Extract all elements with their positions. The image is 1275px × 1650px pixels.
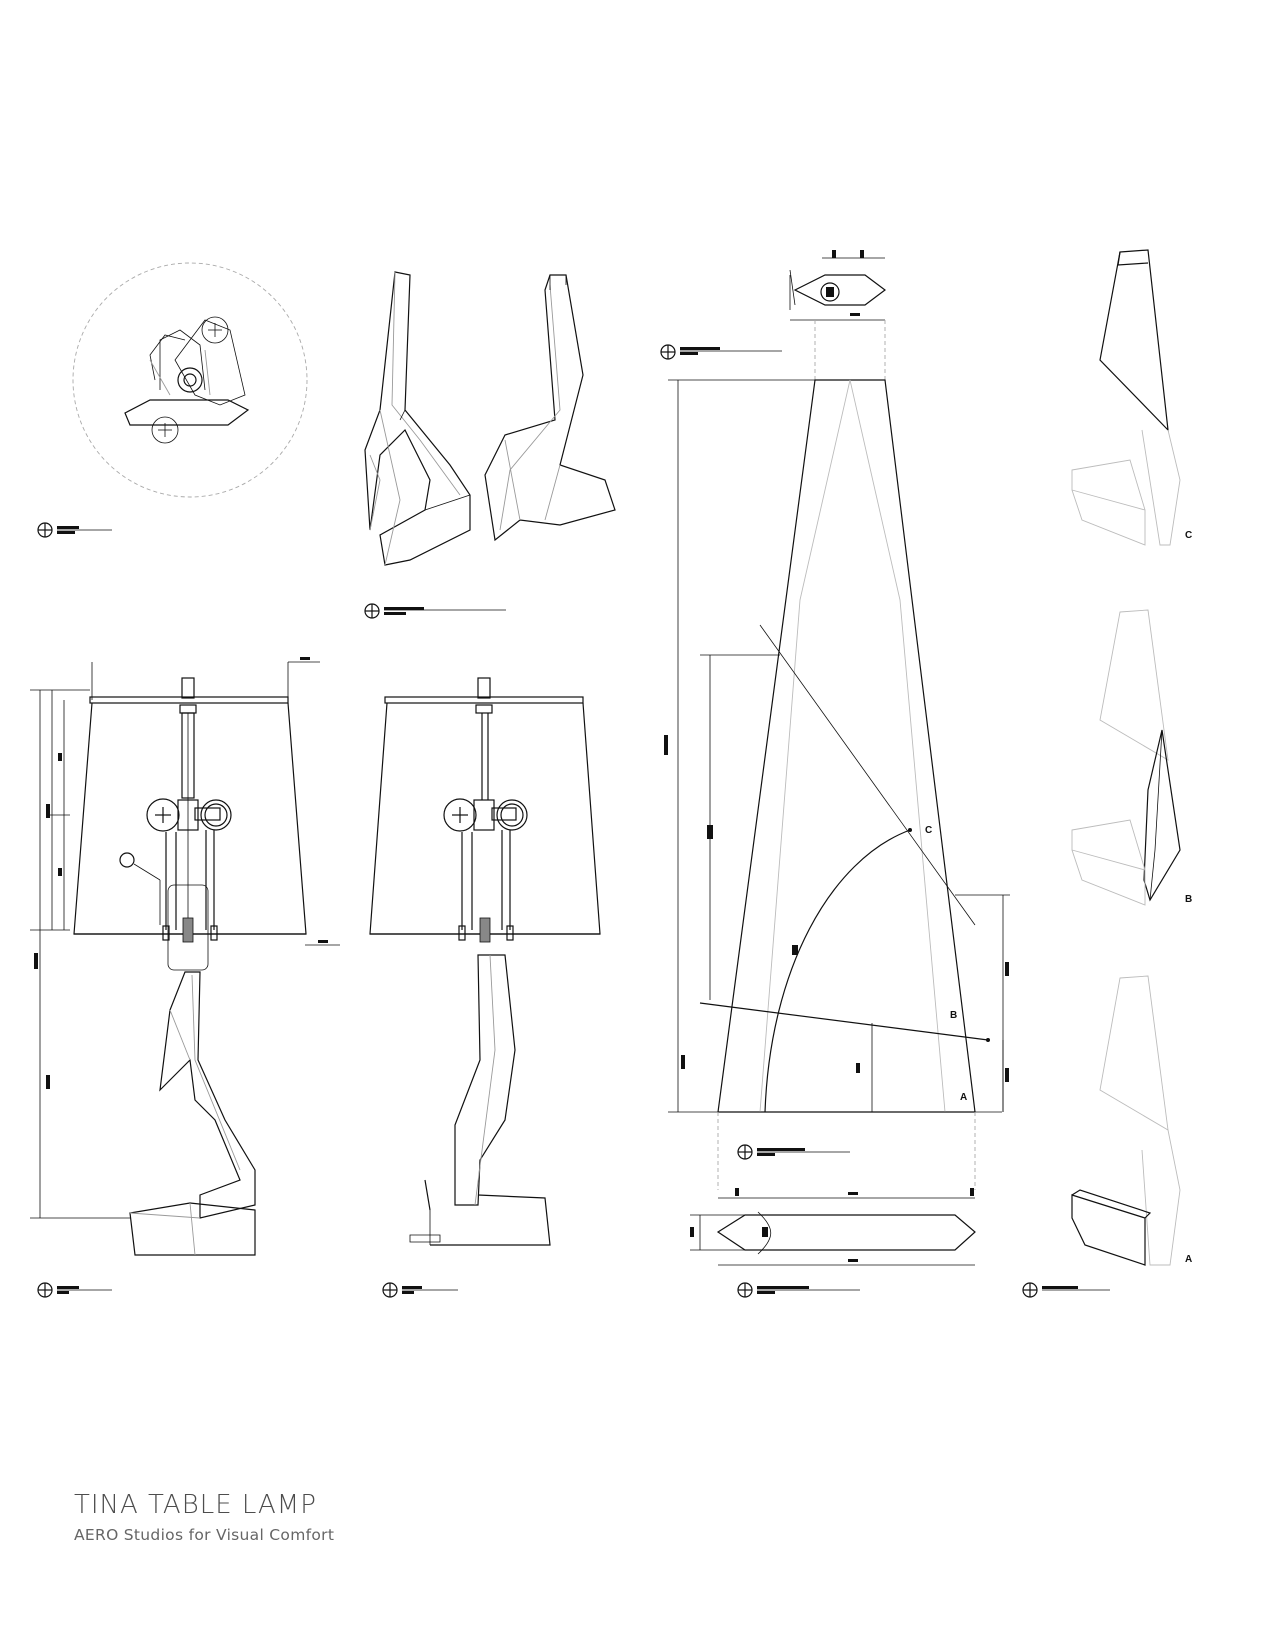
assembly-step-b: B — [1071, 609, 1192, 906]
taper-detail: C B A — [664, 250, 1010, 1266]
front-elevation — [30, 657, 340, 1256]
step-a-label: A — [1185, 1254, 1192, 1265]
taper-detail-tags — [660, 344, 860, 1298]
plan-view — [72, 262, 308, 498]
side-elevation — [369, 677, 601, 1246]
plan-view-tag — [37, 522, 112, 538]
title-block: TINA TABLE LAMP AERO Studios for Visual … — [74, 1490, 334, 1544]
side-elevation-tag — [382, 1282, 458, 1298]
step-b-label: B — [1185, 894, 1192, 905]
assembly-step-c: C — [1071, 249, 1192, 546]
callout-a-label: A — [960, 1092, 967, 1103]
callout-b-label: B — [950, 1010, 957, 1021]
isometric-pair — [364, 271, 616, 566]
drawing-subtitle: AERO Studios for Visual Comfort — [74, 1526, 335, 1544]
assembly-step-a: A — [1071, 975, 1192, 1266]
isometric-tag — [364, 603, 506, 619]
callout-c-label: C — [925, 825, 932, 836]
step-c-label: C — [1185, 530, 1192, 541]
drawing-title: TINA TABLE LAMP — [74, 1490, 317, 1520]
front-elevation-tag — [37, 1282, 112, 1298]
assembly-tag — [1022, 1282, 1110, 1298]
